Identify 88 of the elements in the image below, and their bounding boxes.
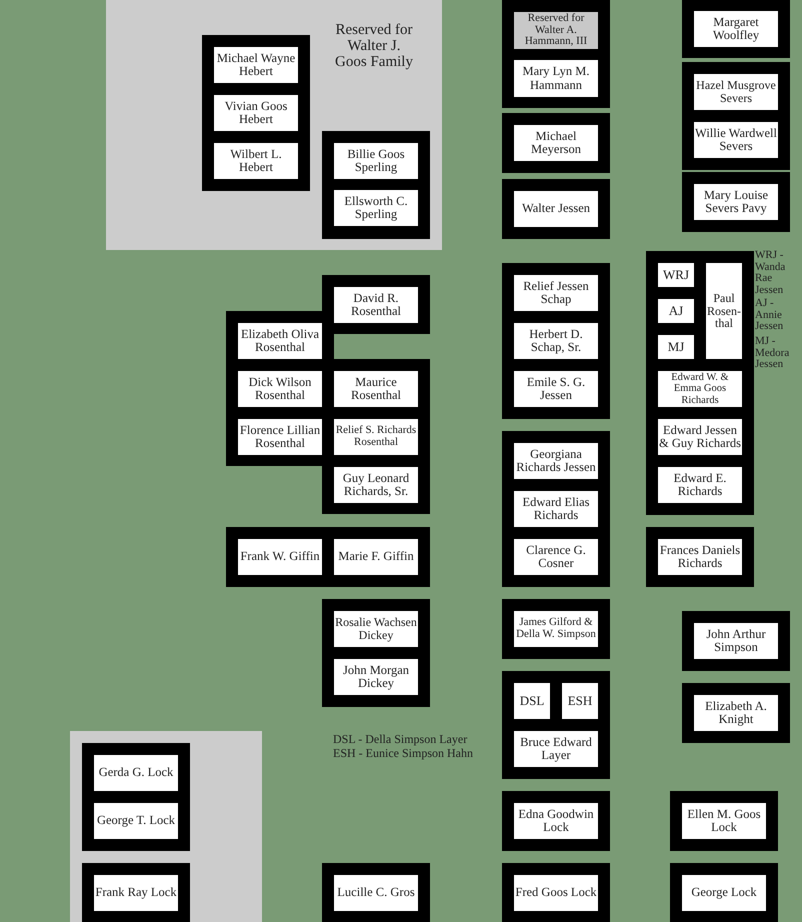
burial-plot (82, 743, 190, 851)
grave-marker: Michael Wayne Hebert (214, 47, 298, 83)
burial-plot (202, 35, 310, 191)
grave-marker: Clarence G. Cosner (514, 539, 598, 575)
abbreviation-key: WRJ - Wanda Rae Jessen (755, 250, 801, 296)
abbreviation-key: AJ - Annie Jessen (755, 298, 801, 333)
burial-plot (322, 863, 430, 922)
burial-plot (670, 863, 778, 922)
burial-plot (82, 863, 190, 922)
burial-plot (502, 599, 610, 659)
grave-marker: John Arthur Simpson (694, 623, 778, 659)
grave-marker: Mary Louise Severs Pavy (694, 184, 778, 220)
grave-marker: Ellsworth C. Sperling (334, 190, 418, 226)
grave-marker: Margaret Woolfley (694, 11, 778, 47)
grave-marker: Edward W. & Emma Goos Richards (658, 371, 742, 407)
grave-marker: Wilbert L. Hebert (214, 143, 298, 179)
burial-plot (682, 611, 790, 671)
burial-plot (682, 0, 790, 58)
grave-marker: Frank W. Giffin (238, 539, 322, 575)
burial-plot (502, 179, 610, 239)
grave-marker: Lucille C. Gros (334, 875, 418, 911)
grave-marker: Elizabeth A. Knight (694, 695, 778, 731)
grave-marker: David R. Rosenthal (334, 287, 418, 323)
grave-marker: Hazel Musgrove Severs (694, 74, 778, 110)
grave-marker: Edward E. Richards (658, 467, 742, 503)
grave-marker: Edna Goodwin Lock (514, 803, 598, 839)
grave-marker: DSL (514, 683, 550, 719)
grave-marker: George Lock (682, 875, 766, 911)
grave-marker: Walter Jessen (514, 191, 598, 227)
grave-marker: Relief Jessen Schap (514, 275, 598, 311)
grave-marker: James Gilford & Della W. Simpson (514, 611, 598, 647)
grave-marker: AJ (658, 299, 694, 323)
grave-marker: Emile S. G. Jessen (514, 371, 598, 407)
grave-marker: Frank Ray Lock (94, 875, 178, 911)
grave-marker: Ellen M. Goos Lock (682, 803, 766, 839)
grave-marker: Elizabeth Oliva Rosenthal (238, 323, 322, 359)
grave-marker: Edward Jessen & Guy Richards (658, 419, 742, 455)
grave-marker: Paul Rosen- thal (706, 263, 742, 359)
grave-marker: Willie Wardwell Severs (694, 122, 778, 158)
grave-marker: MJ (658, 335, 694, 359)
grave-marker: Relief S. Richards Rosenthal (334, 419, 418, 455)
burial-plot (502, 0, 610, 108)
grave-marker: Rosalie Wachsen Dickey (334, 611, 418, 647)
grave-marker: Bruce Edward Layer (514, 731, 598, 767)
grave-marker: Michael Meyerson (514, 125, 598, 161)
burial-plot (646, 527, 754, 587)
burial-plot (682, 62, 790, 170)
burial-plot (322, 359, 430, 514)
grave-marker: Guy Leonard Richards, Sr. (334, 467, 418, 503)
burial-plot (226, 311, 334, 466)
burial-plot (682, 172, 790, 232)
burial-plot (322, 275, 430, 334)
abbreviation-key: MJ - Medora Jessen (755, 336, 801, 371)
burial-plot (502, 863, 610, 922)
burial-plot (502, 671, 610, 779)
reserved-area (70, 731, 262, 922)
abbreviation-key: ESH - Eunice Simpson Hahn (333, 747, 473, 760)
grave-marker: Gerda G. Lock (94, 755, 178, 791)
burial-plot (322, 131, 430, 239)
grave-marker: Billie Goos Sperling (334, 143, 418, 179)
grave-marker: Frances Daniels Richards (658, 539, 742, 575)
burial-plot (502, 791, 610, 851)
burial-plot (502, 263, 610, 419)
grave-marker: Vivian Goos Hebert (214, 95, 298, 131)
burial-plot (502, 431, 610, 587)
grave-marker: Georgiana Richards Jessen (514, 443, 598, 479)
burial-plot (322, 599, 430, 707)
grave-marker: John Morgan Dickey (334, 659, 418, 695)
grave-marker: Mary Lyn M. Hammann (514, 60, 598, 97)
grave-marker: ESH (562, 683, 598, 719)
burial-plot (226, 527, 430, 587)
grave-marker: Edward Elias Richards (514, 491, 598, 527)
grave-marker: Maurice Rosenthal (334, 371, 418, 407)
reserved-area (106, 0, 442, 250)
burial-plot (646, 251, 754, 515)
burial-plot (670, 791, 778, 851)
area-heading: Reserved for Walter J. Goos Family (334, 22, 414, 71)
burial-plot (682, 683, 790, 743)
grave-marker: Florence Lillian Rosenthal (238, 419, 322, 455)
grave-marker: WRJ (658, 263, 694, 287)
grave-marker: Fred Goos Lock (514, 875, 598, 911)
grave-marker: Dick Wilson Rosenthal (238, 371, 322, 407)
grave-marker: Herbert D. Schap, Sr. (514, 323, 598, 359)
grave-marker: George T. Lock (94, 803, 178, 839)
reserved-grave-marker: Reserved for Walter A. Hammann, III (514, 12, 598, 49)
grave-marker: Marie F. Giffin (334, 539, 418, 575)
abbreviation-key: DSL - Della Simpson Layer (333, 733, 468, 746)
burial-plot (502, 113, 610, 173)
